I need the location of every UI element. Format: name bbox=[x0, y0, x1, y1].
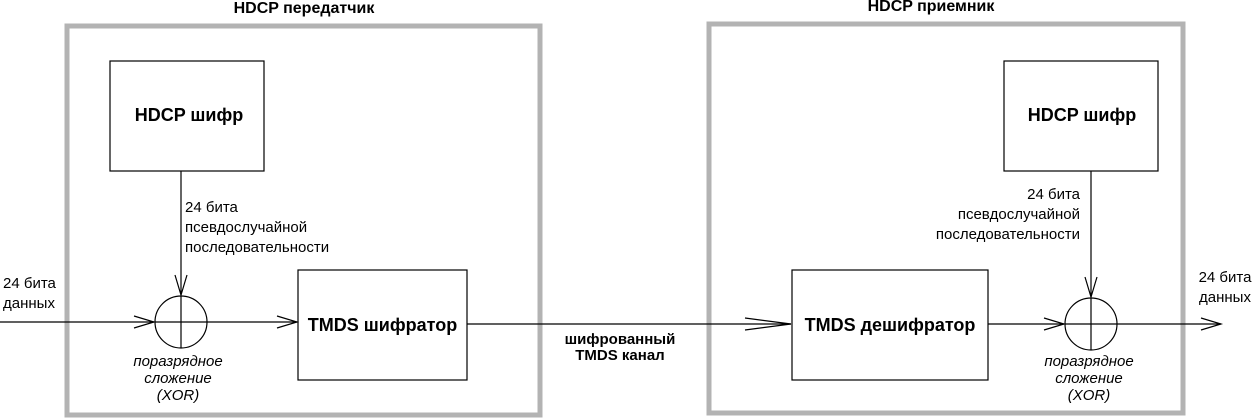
receiver-cipher-label: HDCP шифр bbox=[1027, 105, 1137, 125]
channel-label: шифрованный TMDS канал bbox=[564, 331, 676, 364]
arrowhead-channel bbox=[744, 317, 792, 331]
transmitter-cipher-label: HDCP шифр bbox=[134, 105, 244, 125]
transmitter-cipher-box bbox=[109, 60, 265, 172]
arrowhead-xor-rx bbox=[1043, 317, 1067, 331]
receiver-cipher-box bbox=[1003, 60, 1159, 172]
arrowhead-encoder bbox=[276, 315, 300, 329]
transmitter-frame bbox=[64, 23, 543, 418]
transmitter-xor-symbol bbox=[154, 295, 208, 349]
receiver-xor-symbol bbox=[1064, 297, 1118, 351]
tmds-decoder-box bbox=[791, 269, 989, 381]
tmds-decoder-label: TMDS дешифратор bbox=[804, 315, 976, 335]
arrowhead-input bbox=[133, 315, 157, 329]
arrowhead-cipher-rx bbox=[1084, 276, 1098, 300]
tmds-encoder-box bbox=[297, 269, 468, 381]
transmitter-xor-label: поразрядное сложение (XOR) bbox=[133, 353, 223, 404]
arrowhead-output bbox=[1200, 317, 1224, 331]
receiver-xor-label: поразрядное сложение (XOR) bbox=[1044, 353, 1134, 404]
receiver-sequence-label: 24 бита псевдослучайной последовательнос… bbox=[935, 186, 1080, 243]
transmitter-sequence-label: 24 бита псевдослучайной последовательнос… bbox=[185, 199, 330, 256]
arrowhead-cipher-tx bbox=[174, 274, 188, 298]
input-data-label: 24 бита данных bbox=[3, 275, 56, 312]
tmds-encoder-label: TMDS шифратор bbox=[307, 315, 458, 335]
output-data-label: 24 бита данных bbox=[1198, 269, 1252, 306]
transmitter-title: HDCP передатчик bbox=[233, 0, 375, 17]
receiver-frame bbox=[706, 21, 1186, 416]
receiver-title: HDCP приемник bbox=[867, 0, 995, 15]
